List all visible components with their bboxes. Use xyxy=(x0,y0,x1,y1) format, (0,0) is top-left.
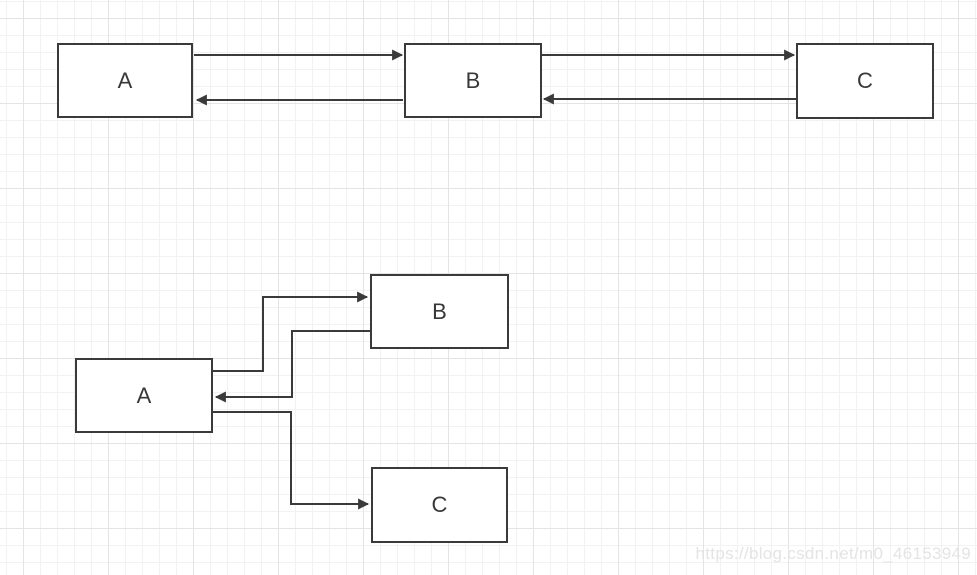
box-b-top: B xyxy=(404,43,542,118)
box-b-bottom-label: B xyxy=(432,298,447,324)
box-c-bottom: C xyxy=(371,467,508,543)
box-a-top: A xyxy=(57,43,193,118)
edge-bottom-a-to-c xyxy=(213,411,370,510)
edge-bottom-a-to-b xyxy=(213,291,369,372)
box-c-top-label: C xyxy=(857,68,873,93)
box-b-bottom: B xyxy=(370,274,509,349)
box-c-bottom-label: C xyxy=(431,492,448,517)
box-c-top: C xyxy=(796,43,934,119)
box-a-top-label: A xyxy=(117,67,133,93)
edge-bottom-b-to-a xyxy=(214,330,370,403)
box-a-bottom: A xyxy=(75,358,213,433)
box-b-top-label: B xyxy=(465,67,481,93)
box-a-bottom-label: A xyxy=(136,382,152,408)
